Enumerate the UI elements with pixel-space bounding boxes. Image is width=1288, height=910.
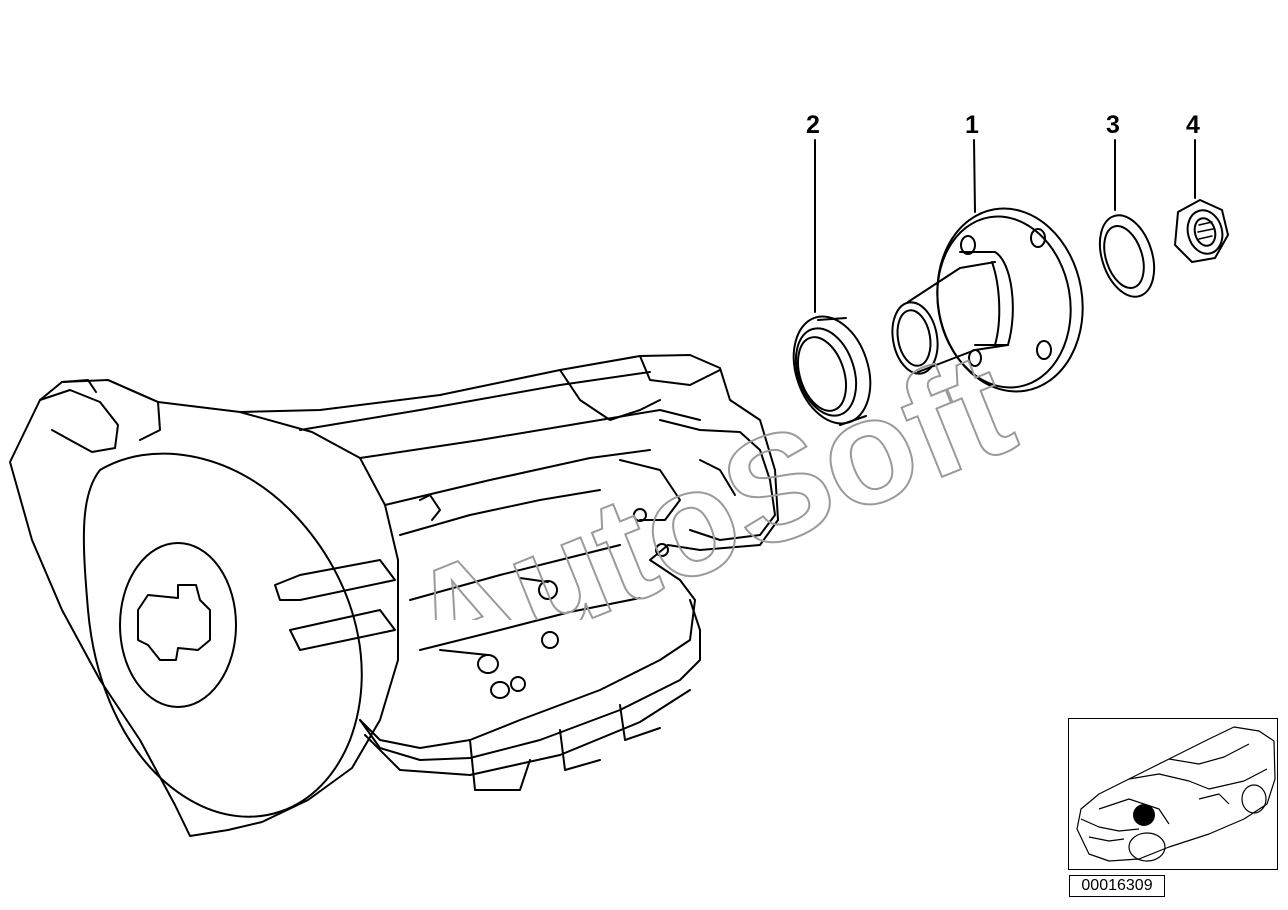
transmission-assembly <box>9 354 779 837</box>
callout-number-4: 4 <box>1186 111 1200 139</box>
vehicle-location-inset <box>1068 718 1278 870</box>
callout-leader-lines <box>814 139 1196 313</box>
diagram-code-label: 00016309 <box>1069 875 1165 897</box>
callout-number-3: 3 <box>1106 111 1120 139</box>
part-3-washer-ring <box>1098 214 1156 298</box>
part-4-collar-nut <box>1174 199 1229 263</box>
leader-line-1 <box>973 139 976 213</box>
location-marker <box>1133 804 1155 826</box>
callout-number-2: 2 <box>806 111 820 139</box>
part-1-output-flange <box>891 207 1084 393</box>
car-location-icon <box>1076 726 1276 862</box>
callout-number-1: 1 <box>965 111 979 139</box>
part-2-shaft-seal <box>792 315 872 426</box>
